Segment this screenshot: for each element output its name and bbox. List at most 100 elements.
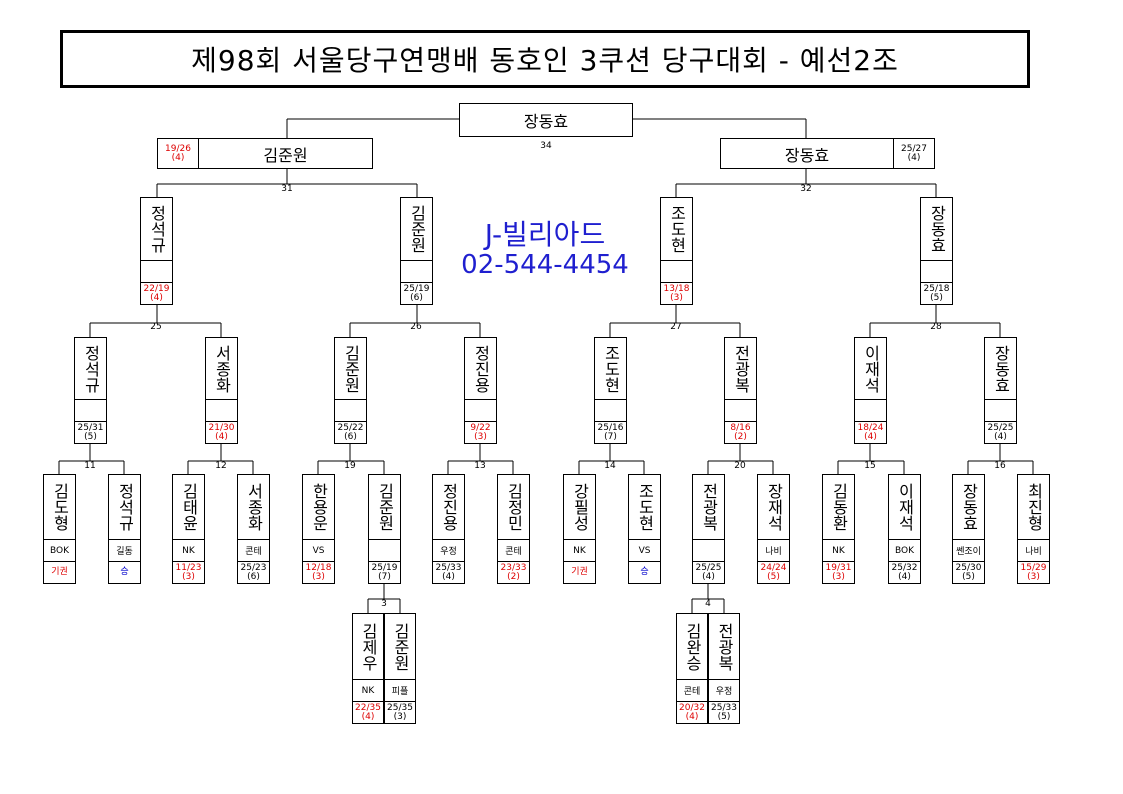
- prelim-player-2-club: 콘테: [676, 680, 708, 702]
- round1-player-1-score: 승: [108, 562, 141, 584]
- round1-player-13-club: BOK: [888, 540, 921, 562]
- round1-player-5-club: [368, 540, 401, 562]
- round2-player-4-score-value: 25/16: [597, 422, 624, 433]
- round1-player-3-score: 25/23(6): [237, 562, 270, 584]
- round3-player-1-inning: (6): [410, 292, 423, 303]
- round1-player-12-score: 19/31(3): [822, 562, 855, 584]
- round1-player-15-club: 나비: [1017, 540, 1050, 562]
- round2-player-6-club: [854, 400, 887, 422]
- round2-player-2-score-value: 25/22: [337, 422, 364, 433]
- round3-player-2-score: 13/18(3): [660, 283, 693, 305]
- round2-player-1-inning: (4): [215, 431, 228, 442]
- round1-player-14-score-value: 25/30: [955, 562, 982, 573]
- round1-player-14-inning: (5): [962, 571, 975, 582]
- round1-player-10-inning: (4): [702, 571, 715, 582]
- round2-player-5-inning: (2): [734, 431, 747, 442]
- semi-right-score-value: 25/27: [901, 143, 927, 154]
- sponsor-name: J-빌리아드: [484, 218, 606, 251]
- match-number-14: 14: [604, 461, 616, 471]
- round1-player-15-name: 최진형: [1017, 474, 1050, 540]
- round1-player-5-score-value: 25/19: [371, 562, 398, 573]
- round1-player-0-club: BOK: [43, 540, 76, 562]
- round1-player-11-score-value: 24/24: [760, 562, 787, 573]
- round2-player-3-club: [464, 400, 497, 422]
- prelim-player-3-score-value: 25/33: [711, 702, 737, 713]
- round1-player-2-inning: (3): [182, 571, 195, 582]
- round3-player-2-score-value: 13/18: [663, 283, 690, 294]
- round3-player-2-inning: (3): [670, 292, 683, 303]
- round1-player-12-score-value: 19/31: [825, 562, 852, 573]
- round1-player-8-name: 강필성: [563, 474, 596, 540]
- round3-player-1-score-value: 25/19: [403, 283, 430, 294]
- round1-player-4-score: 12/18(3): [302, 562, 335, 584]
- semi-right-name-box: 장동효: [720, 138, 894, 169]
- round3-player-3-score: 25/18(5): [920, 283, 953, 305]
- round2-player-1-club: [205, 400, 238, 422]
- match-number-19: 19: [344, 461, 356, 471]
- round1-player-7-name: 김정민: [497, 474, 530, 540]
- round1-player-3-name: 서종화: [237, 474, 270, 540]
- round1-player-15-inning: (3): [1027, 571, 1040, 582]
- round1-player-4-club: VS: [302, 540, 335, 562]
- round1-player-4-inning: (3): [312, 571, 325, 582]
- prelim-player-2-score: 20/32(4): [676, 702, 708, 724]
- round2-player-7-club: [984, 400, 1017, 422]
- round2-player-7-score: 25/25(4): [984, 422, 1017, 444]
- prelim-player-3-inning: (5): [717, 711, 731, 722]
- prelim-player-1-score-value: 25/35: [387, 702, 413, 713]
- round2-player-0-inning: (5): [84, 431, 97, 442]
- round1-player-9-club: VS: [628, 540, 661, 562]
- round1-player-13-name: 이재석: [888, 474, 921, 540]
- round1-player-0-score: 기권: [43, 562, 76, 584]
- match-number-3: 3: [381, 599, 387, 609]
- round1-player-6-score-value: 25/33: [435, 562, 462, 573]
- round2-player-2-score: 25/22(6): [334, 422, 367, 444]
- round2-player-0-score: 25/31(5): [74, 422, 107, 444]
- round1-player-10-score: 25/25(4): [692, 562, 725, 584]
- round1-player-3-inning: (6): [247, 571, 260, 582]
- semi-left-score: 19/26 (4): [157, 138, 199, 169]
- match-number-4: 4: [705, 599, 711, 609]
- round3-player-0-club: [140, 261, 173, 283]
- match-number-26: 26: [410, 322, 422, 332]
- prelim-player-1-club: 피플: [384, 680, 416, 702]
- round2-player-3-name: 정진용: [464, 337, 497, 400]
- round1-player-15-score: 15/29(3): [1017, 562, 1050, 584]
- match-number-20: 20: [734, 461, 746, 471]
- round3-player-1-club: [400, 261, 433, 283]
- prelim-player-0-club: NK: [352, 680, 384, 702]
- round1-player-7-score: 23/33(2): [497, 562, 530, 584]
- round2-player-5-club: [724, 400, 757, 422]
- round1-player-2-score-value: 11/23: [175, 562, 202, 573]
- round3-player-0-score-value: 22/19: [143, 283, 170, 294]
- round2-player-6-score-value: 18/24: [857, 422, 884, 433]
- prelim-player-0-name: 김제우: [352, 613, 384, 680]
- round3-player-0-inning: (4): [150, 292, 163, 303]
- round1-player-8-club: NK: [563, 540, 596, 562]
- round3-player-1-name: 김준원: [400, 197, 433, 261]
- round1-player-8-score-value: 기권: [571, 567, 588, 577]
- round2-player-5-name: 전광복: [724, 337, 757, 400]
- semi-left-inning: (4): [171, 152, 185, 163]
- prelim-player-2-name: 김완승: [676, 613, 708, 680]
- match-number-13: 13: [474, 461, 486, 471]
- round1-player-10-club: [692, 540, 725, 562]
- round1-player-12-club: NK: [822, 540, 855, 562]
- round3-player-2-club: [660, 261, 693, 283]
- round1-player-5-name: 김준원: [368, 474, 401, 540]
- round2-player-7-name: 장동효: [984, 337, 1017, 400]
- round1-player-11-name: 장재석: [757, 474, 790, 540]
- prelim-player-1-name: 김준원: [384, 613, 416, 680]
